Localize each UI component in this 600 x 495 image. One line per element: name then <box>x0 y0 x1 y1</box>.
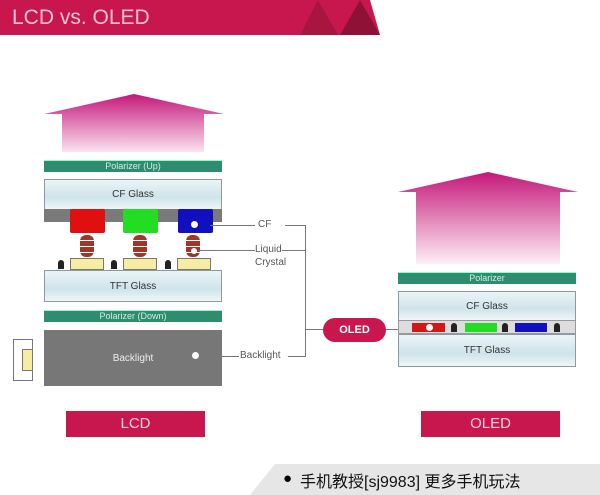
footer-banner <box>250 464 600 495</box>
bracket <box>305 225 306 357</box>
tft-bump <box>58 260 64 269</box>
oled-polarizer: Polarizer <box>398 272 576 284</box>
oled-pill: OLED <box>323 318 386 342</box>
liquid-callout: Liquid <box>255 244 282 255</box>
footer-text: 手机教授[sj9983] 更多手机玩法 <box>300 474 521 491</box>
backlight-pointer-dot <box>192 352 199 359</box>
tft-bump <box>165 260 171 269</box>
bracket <box>285 225 305 226</box>
wechat-icon: ● <box>283 470 293 487</box>
lc-leader <box>198 250 305 251</box>
oled-pointer-dot <box>426 324 433 331</box>
header-bar <box>0 0 300 35</box>
oled-light-arrow <box>398 172 578 264</box>
cf-pointer-dot <box>191 221 198 228</box>
oled-green-subpixel <box>465 323 497 332</box>
oled-cf-glass: CF Glass <box>398 291 576 321</box>
bracket <box>288 356 305 357</box>
header-triangles <box>290 0 380 35</box>
lcd-label: LCD <box>66 411 205 437</box>
cf-callout: CF <box>258 219 272 230</box>
lc-pointer-dot <box>191 248 197 254</box>
lcd-polarizer-down: Polarizer (Down) <box>44 310 222 322</box>
oled-blue-subpixel <box>515 323 547 332</box>
liquid-crystal <box>133 235 147 257</box>
oled-bump <box>502 323 508 332</box>
tft-pad <box>123 258 157 270</box>
lcd-polarizer-up: Polarizer (Up) <box>44 160 222 172</box>
cf-leader <box>210 225 255 226</box>
oled-label: OLED <box>421 411 560 437</box>
tft-pad <box>70 258 104 270</box>
red-filter <box>70 209 105 233</box>
backlight-callout: Backlight <box>240 350 281 361</box>
crystal-callout: Crystal <box>255 257 287 268</box>
tft-pad <box>177 258 211 270</box>
liquid-crystal <box>80 235 94 257</box>
tft-bump <box>111 260 117 269</box>
green-filter <box>123 209 158 233</box>
oled-tft-glass: TFT Glass <box>398 334 576 367</box>
lcd-light-arrow <box>44 94 224 152</box>
page-title: LCD vs. OLED <box>12 6 150 29</box>
oled-bump <box>554 323 560 332</box>
backlight-leader <box>199 356 239 357</box>
lcd-tft-glass: TFT Glass <box>44 270 222 302</box>
lamp-icon <box>13 339 33 381</box>
lcd-cf-glass: CF Glass <box>44 179 222 210</box>
oled-bump <box>451 323 457 332</box>
